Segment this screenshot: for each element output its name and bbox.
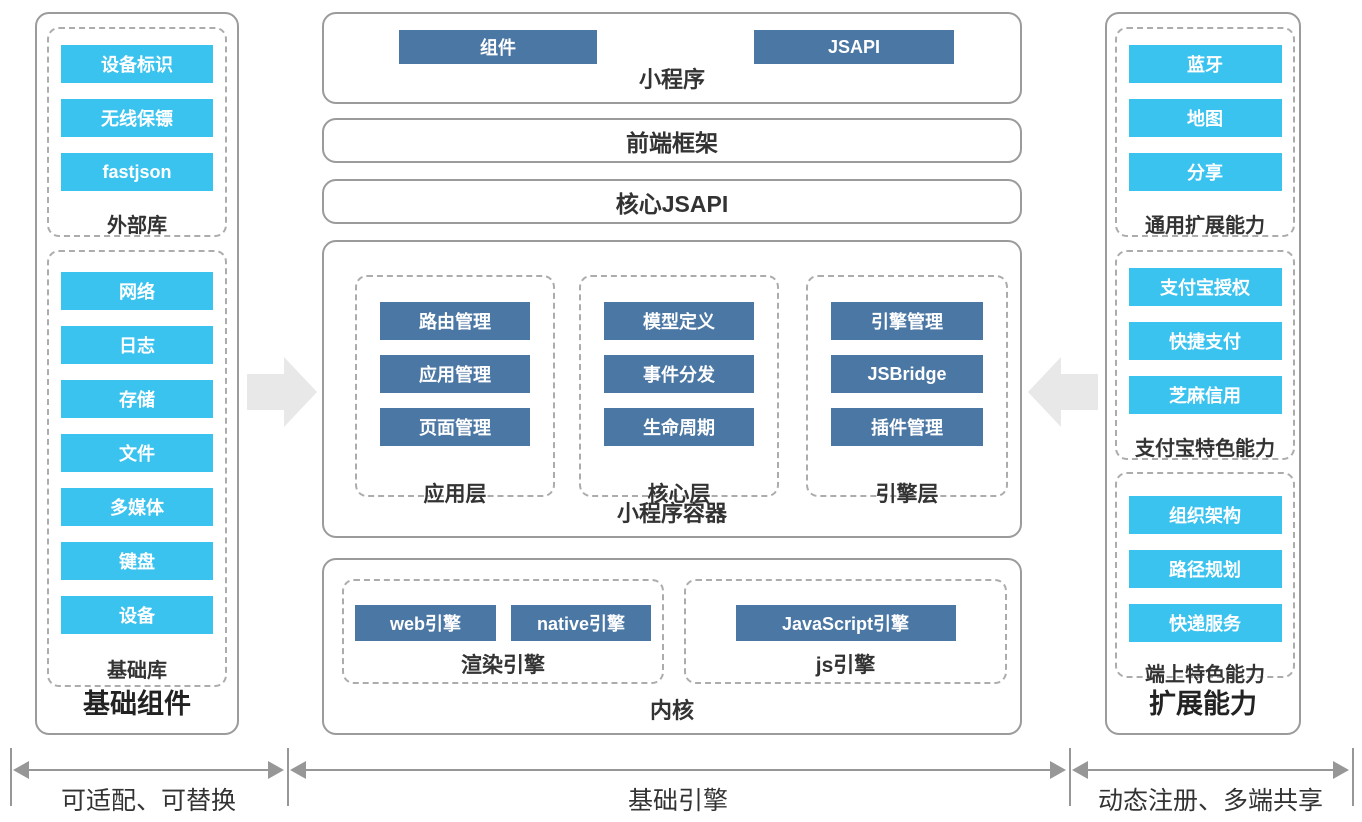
js-engine-group: JavaScript引擎 js引擎	[684, 579, 1007, 684]
arrow-head-left-icon	[290, 761, 306, 779]
alipay-extension-item: 快捷支付	[1128, 322, 1282, 360]
engine-layer-item: 插件管理	[831, 408, 983, 446]
measure-tick	[1352, 748, 1354, 806]
mini-program-box: 组件 JSAPI 小程序	[322, 12, 1022, 104]
alipay-extension-group-label: 支付宝特色能力	[1135, 438, 1275, 460]
app-layer-label: 应用层	[423, 483, 487, 506]
extension-capability-title: 扩展能力	[1149, 689, 1257, 719]
core-layer-item: 生命周期	[604, 408, 754, 446]
arrow-head-left-icon	[13, 761, 29, 779]
mini-program-label: 小程序	[638, 67, 705, 92]
kernel-box: web引擎 native引擎 渲染引擎 JavaScript引擎 js引擎 内核	[322, 558, 1022, 735]
external-lib-item: 无线保镖	[61, 99, 213, 137]
general-extension-item: 分享	[1128, 153, 1282, 191]
device-extension-item: 组织架构	[1128, 496, 1282, 534]
measure-label: 可适配、可替换	[60, 787, 236, 815]
alipay-extension-item: 支付宝授权	[1128, 268, 1282, 306]
device-extension-group: 组织架构 路径规划 快递服务 端上特色能力	[1115, 472, 1295, 686]
base-lib-item: 设备	[61, 596, 213, 634]
device-extension-item: 快递服务	[1128, 604, 1282, 642]
frontend-framework-label: 前端框架	[626, 129, 718, 156]
base-lib-item: 键盘	[61, 542, 213, 580]
arrow-head-right-icon	[1050, 761, 1066, 779]
basic-components-column: 设备标识 无线保镖 fastjson 外部库 网络 日志 存储 文件 多媒体 键…	[35, 12, 239, 735]
basic-components-title: 基础组件	[83, 689, 191, 719]
render-engine-group: web引擎 native引擎 渲染引擎	[342, 579, 664, 684]
mini-program-item: 组件	[399, 30, 597, 64]
core-jsapi-label: 核心JSAPI	[615, 190, 729, 217]
general-extension-group: 蓝牙 地图 分享 通用扩展能力	[1115, 27, 1295, 237]
base-lib-group-label: 基础库	[107, 660, 167, 682]
arrow-right-icon	[247, 357, 317, 427]
measure-label: 基础引擎	[627, 787, 728, 815]
arrow-head-right-icon	[268, 761, 284, 779]
base-lib-item: 存储	[61, 380, 213, 418]
device-extension-item: 路径规划	[1128, 550, 1282, 588]
external-lib-item: fastjson	[61, 153, 213, 191]
extension-capability-column: 蓝牙 地图 分享 通用扩展能力 支付宝授权 快捷支付 芝麻信用 支付宝特色能力 …	[1105, 12, 1301, 735]
base-lib-item: 多媒体	[61, 488, 213, 526]
measure-tick	[1069, 748, 1071, 806]
base-lib-item: 网络	[61, 272, 213, 310]
measure-adaptable: 可适配、可替换	[10, 748, 287, 815]
arrow-left-icon	[1028, 357, 1098, 427]
measure-dynamic-register: 动态注册、多端共享	[1069, 748, 1352, 815]
core-layer-label: 核心层	[647, 483, 711, 506]
js-engine-group-label: js引擎	[815, 654, 876, 677]
app-layer: 路由管理 应用管理 页面管理 应用层	[355, 275, 555, 506]
alipay-extension-group: 支付宝授权 快捷支付 芝麻信用 支付宝特色能力	[1115, 250, 1295, 460]
measure-base-engine: 基础引擎	[287, 748, 1069, 815]
arrow-head-left-icon	[1072, 761, 1088, 779]
mini-program-container-box: 路由管理 应用管理 页面管理 应用层 模型定义 事件分发 生命周期 核心层 引擎…	[322, 240, 1022, 538]
engine-layer: 引擎管理 JSBridge 插件管理 引擎层	[806, 275, 1008, 506]
core-jsapi-box: 核心JSAPI	[322, 179, 1022, 224]
general-extension-item: 地图	[1128, 99, 1282, 137]
engine-layer-item: JSBridge	[831, 355, 983, 393]
measure-label: 动态注册、多端共享	[1097, 787, 1323, 815]
base-lib-item: 文件	[61, 434, 213, 472]
measure-tick	[10, 748, 12, 806]
frontend-framework-box: 前端框架	[322, 118, 1022, 163]
measure-tick	[287, 748, 289, 806]
app-layer-item: 应用管理	[380, 355, 530, 393]
render-engine-group-label: 渲染引擎	[461, 654, 545, 677]
base-lib-item: 日志	[61, 326, 213, 364]
mini-program-item: JSAPI	[754, 30, 954, 64]
js-engine-item: JavaScript引擎	[735, 605, 956, 641]
render-engine-item: native引擎	[511, 605, 651, 641]
base-lib-group: 网络 日志 存储 文件 多媒体 键盘 设备 基础库	[47, 250, 227, 687]
external-lib-group: 设备标识 无线保镖 fastjson 外部库	[47, 27, 227, 237]
app-layer-item: 页面管理	[380, 408, 530, 446]
general-extension-item: 蓝牙	[1128, 45, 1282, 83]
alipay-extension-item: 芝麻信用	[1128, 376, 1282, 414]
core-layer: 模型定义 事件分发 生命周期 核心层	[579, 275, 779, 506]
core-layer-item: 模型定义	[604, 302, 754, 340]
render-engine-item: web引擎	[355, 605, 496, 641]
mini-program-container-label: 小程序容器	[616, 501, 727, 526]
external-lib-item: 设备标识	[61, 45, 213, 83]
general-extension-group-label: 通用扩展能力	[1145, 215, 1265, 237]
app-layer-item: 路由管理	[380, 302, 530, 340]
engine-layer-item: 引擎管理	[831, 302, 983, 340]
kernel-label: 内核	[649, 698, 694, 723]
core-layer-item: 事件分发	[604, 355, 754, 393]
external-lib-group-label: 外部库	[107, 215, 167, 237]
engine-layer-label: 引擎层	[875, 483, 939, 506]
device-extension-group-label: 端上特色能力	[1145, 664, 1265, 686]
arrow-head-right-icon	[1333, 761, 1349, 779]
